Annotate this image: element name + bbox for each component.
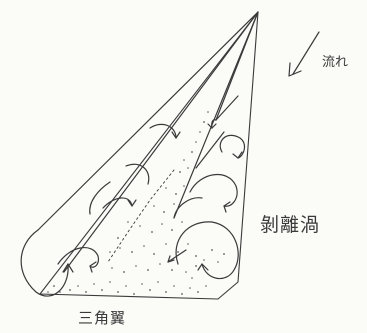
right-vortex-tube [167, 11, 259, 280]
surface-stipple [47, 111, 225, 295]
flow-arrow-icon [288, 31, 320, 77]
flow-label: 流れ [322, 55, 349, 70]
delta-wing-label: 三角翼 [78, 309, 127, 327]
separation-vortex-label: 剝離渦 [260, 214, 321, 236]
left-vortex-tube [20, 11, 259, 297]
separation-line [107, 169, 175, 263]
